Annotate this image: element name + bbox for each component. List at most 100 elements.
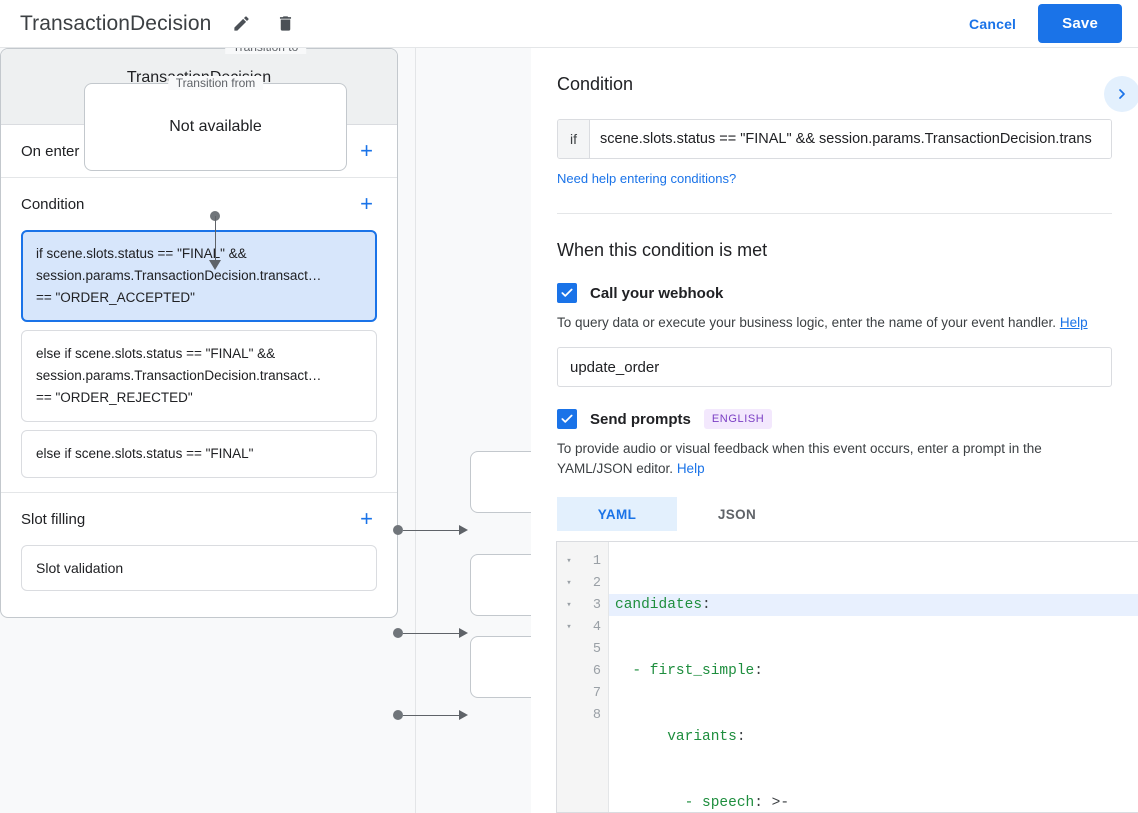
condition-1-target-box[interactable]: [470, 554, 531, 616]
condition-2-target-box[interactable]: [470, 636, 531, 698]
tab-json[interactable]: JSON: [717, 506, 757, 522]
pencil-icon[interactable]: [227, 10, 255, 38]
condition-0-out-dot: [393, 525, 403, 535]
gutter-line-2: ▾ 2: [557, 572, 608, 594]
condition-if-label: if: [558, 120, 590, 158]
editor-gutter: ▾ 1 ▾ 2 ▾ 3 ▾ 4 5 6: [557, 542, 609, 812]
section-slot-filling-title: Slot filling: [21, 510, 86, 528]
panel-divider: [557, 213, 1112, 214]
gutter-line-7: 7: [557, 682, 608, 704]
condition-card-0-line3: == "ORDER_ACCEPTED": [36, 290, 195, 305]
fold-icon-4[interactable]: ▾: [566, 622, 572, 632]
send-prompts-label: Send prompts: [590, 410, 691, 428]
code-line-4-sep: : >-: [754, 795, 790, 811]
transition-from-value: Not available: [169, 118, 262, 135]
transition-to-legend: Transition to: [224, 48, 307, 54]
code-line-1: candidates:: [609, 594, 1138, 616]
prompts-help-link[interactable]: Help: [676, 461, 705, 476]
top-bar: TransactionDecision Cancel Save: [0, 0, 1138, 48]
condition-input[interactable]: [590, 120, 1111, 158]
yaml-code-editor[interactable]: ▾ 1 ▾ 2 ▾ 3 ▾ 4 5 6: [556, 541, 1138, 813]
condition-1-out-line: [403, 632, 465, 634]
code-line-2-sep: :: [754, 663, 763, 679]
condition-card-0-line2: session.params.TransactionDecision.trans…: [36, 268, 322, 283]
event-handler-input[interactable]: [557, 347, 1112, 387]
line-number-5: 5: [592, 641, 601, 657]
gutter-line-5: 5: [557, 638, 608, 660]
section-condition-title: Condition: [21, 195, 85, 213]
condition-section: Condition if Need help entering conditio…: [531, 48, 1138, 214]
line-number-4: 4: [592, 619, 601, 635]
condition-list: if scene.slots.status == "FINAL" && sess…: [21, 230, 377, 492]
gutter-line-6: 6: [557, 660, 608, 682]
transition-connector-arrow: [209, 260, 221, 270]
webhook-help-link[interactable]: Help: [1059, 315, 1088, 330]
need-help-conditions-link[interactable]: Need help entering conditions?: [557, 171, 737, 186]
line-number-8: 8: [592, 707, 601, 723]
transition-connector-line: [214, 216, 216, 262]
scene-graph-canvas: Transition from Not available Transition…: [0, 48, 531, 813]
gutter-line-1: ▾ 1: [557, 550, 608, 572]
condition-card-1-line2: session.params.TransactionDecision.trans…: [36, 368, 322, 383]
section-on-enter-title: On enter: [21, 142, 80, 160]
line-number-6: 6: [592, 663, 601, 679]
tab-yaml[interactable]: YAML: [557, 497, 677, 531]
webhook-description: To query data or execute your business l…: [557, 313, 1112, 333]
line-number-2: 2: [592, 575, 601, 591]
code-line-4-key: - speech: [615, 795, 755, 811]
condition-0-out-arrow: [459, 525, 468, 535]
send-prompts-row: Send prompts ENGLISH: [557, 409, 1112, 429]
condition-0-out-line: [403, 529, 465, 531]
code-line-1-sep: :: [702, 597, 711, 613]
condition-heading: Condition: [557, 74, 634, 94]
section-slot-filling: Slot filling + Slot validation: [1, 493, 397, 605]
canvas-vertical-rule: [415, 48, 416, 813]
call-webhook-label: Call your webhook: [590, 284, 724, 302]
condition-2-out-line: [403, 714, 465, 716]
top-bar-actions: Cancel Save: [955, 4, 1138, 43]
fold-icon-3[interactable]: ▾: [566, 600, 572, 610]
add-condition-button[interactable]: +: [360, 191, 373, 216]
gutter-line-8: 8: [557, 704, 608, 726]
send-prompts-checkbox[interactable]: [557, 409, 577, 429]
code-line-3-sep: :: [736, 729, 746, 745]
condition-card-1-line1: else if scene.slots.status == "FINAL" &&: [36, 346, 276, 361]
language-badge: ENGLISH: [703, 409, 773, 429]
condition-card-0-line1: if scene.slots.status == "FINAL" &&: [36, 246, 247, 261]
call-webhook-checkbox[interactable]: [557, 283, 577, 303]
code-line-3-key: variants: [615, 729, 737, 745]
line-number-7: 7: [592, 685, 601, 701]
condition-card-2-line1: else if scene.slots.status == "FINAL": [36, 446, 254, 461]
line-number-1: 1: [592, 553, 601, 569]
trash-icon[interactable]: [271, 10, 299, 38]
condition-card-1-line3: == "ORDER_REJECTED": [36, 390, 193, 405]
condition-input-row: if: [557, 119, 1112, 159]
line-number-3: 3: [592, 597, 601, 613]
condition-card-2[interactable]: else if scene.slots.status == "FINAL": [21, 430, 377, 478]
cancel-button[interactable]: Cancel: [955, 7, 1030, 41]
when-condition-met-heading: When this condition is met: [557, 240, 768, 260]
condition-0-target-box[interactable]: [470, 451, 531, 513]
call-webhook-row: Call your webhook: [557, 283, 1112, 303]
code-line-2: - first_simple:: [609, 660, 1138, 682]
transition-from-legend: Transition from: [167, 76, 264, 90]
condition-card-1[interactable]: else if scene.slots.status == "FINAL" &&…: [21, 330, 377, 422]
fold-icon-2[interactable]: ▾: [566, 578, 572, 588]
add-on-enter-button[interactable]: +: [360, 138, 373, 163]
section-condition: Condition + if scene.slots.status == "FI…: [1, 178, 397, 493]
transition-from-box: Transition from Not available: [84, 76, 347, 171]
chevron-right-icon[interactable]: [1104, 76, 1138, 112]
save-button[interactable]: Save: [1038, 4, 1122, 43]
condition-2-out-dot: [393, 710, 403, 720]
fold-icon-1[interactable]: ▾: [566, 556, 572, 566]
condition-card-0[interactable]: if scene.slots.status == "FINAL" && sess…: [21, 230, 377, 322]
slot-validation-card[interactable]: Slot validation: [21, 545, 377, 591]
code-line-3: variants:: [609, 726, 1138, 748]
code-line-2-key: - first_simple: [615, 663, 755, 679]
page-title: TransactionDecision: [20, 11, 212, 35]
add-slot-filling-button[interactable]: +: [360, 506, 373, 531]
condition-1-out-dot: [393, 628, 403, 638]
editor-code-area[interactable]: candidates: - first_simple: variants: - …: [609, 542, 1138, 812]
condition-1-out-arrow: [459, 628, 468, 638]
